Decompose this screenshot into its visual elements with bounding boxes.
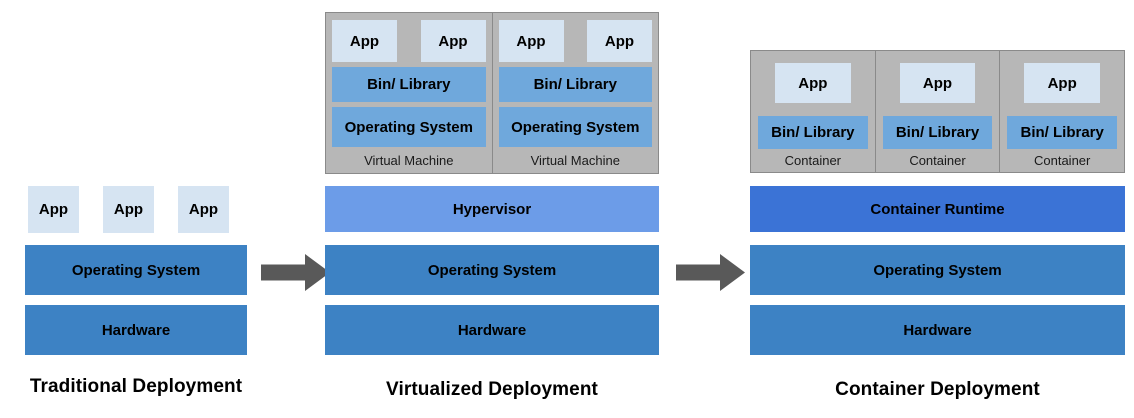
- app-box: App: [332, 20, 397, 62]
- hardware-layer: Hardware: [25, 305, 247, 355]
- app-box: App: [178, 186, 229, 233]
- vm-os-box: Operating System: [498, 107, 652, 147]
- container-panel: App Bin/ Library Container: [874, 50, 1001, 173]
- vm-label: Virtual Machine: [364, 152, 454, 168]
- os-layer: Operating System: [325, 245, 659, 295]
- vm-panel: App App Bin/ Library Operating System Vi…: [325, 12, 493, 174]
- hardware-layer: Hardware: [750, 305, 1125, 355]
- virtual-machines-group: App App Bin/ Library Operating System Vi…: [325, 12, 659, 174]
- traditional-apps-row: App App App: [25, 186, 247, 233]
- container-panel: App Bin/ Library Container: [750, 50, 876, 173]
- container-panel: App Bin/ Library Container: [999, 50, 1126, 173]
- bin-library-box: Bin/ Library: [332, 67, 486, 102]
- hardware-layer: Hardware: [325, 305, 659, 355]
- hypervisor-layer: Hypervisor: [325, 186, 659, 232]
- column-title-container: Container Deployment: [835, 379, 1040, 400]
- containers-group: App Bin/ Library Container App Bin/ Libr…: [750, 50, 1126, 173]
- vm-apps-row: App App: [332, 20, 486, 62]
- vm-apps-row: App App: [498, 20, 652, 62]
- container-label: Container: [1033, 153, 1091, 168]
- app-box: App: [899, 63, 976, 103]
- app-box: App: [420, 20, 486, 62]
- right-arrow-icon: [261, 254, 330, 291]
- vm-panel: App App Bin/ Library Operating System Vi…: [491, 12, 659, 174]
- column-title-traditional: Traditional Deployment: [29, 376, 243, 397]
- app-box: App: [103, 186, 154, 233]
- bin-library-box: Bin/ Library: [1007, 116, 1118, 149]
- vm-os-box: Operating System: [332, 107, 486, 147]
- os-layer: Operating System: [25, 245, 247, 295]
- app-box: App: [775, 63, 851, 103]
- app-box: App: [498, 20, 564, 62]
- container-label: Container: [909, 153, 966, 168]
- container-runtime-layer: Container Runtime: [750, 186, 1125, 232]
- bin-library-box: Bin/ Library: [758, 116, 868, 149]
- app-box: App: [28, 186, 79, 233]
- bin-library-box: Bin/ Library: [882, 116, 993, 149]
- app-box: App: [1024, 63, 1101, 103]
- bin-library-box: Bin/ Library: [498, 67, 652, 102]
- os-layer: Operating System: [750, 245, 1125, 295]
- vm-label: Virtual Machine: [530, 152, 620, 168]
- column-title-virtualized: Virtualized Deployment: [386, 379, 598, 400]
- app-box: App: [587, 20, 652, 62]
- right-arrow-icon: [676, 254, 745, 291]
- container-label: Container: [784, 153, 842, 168]
